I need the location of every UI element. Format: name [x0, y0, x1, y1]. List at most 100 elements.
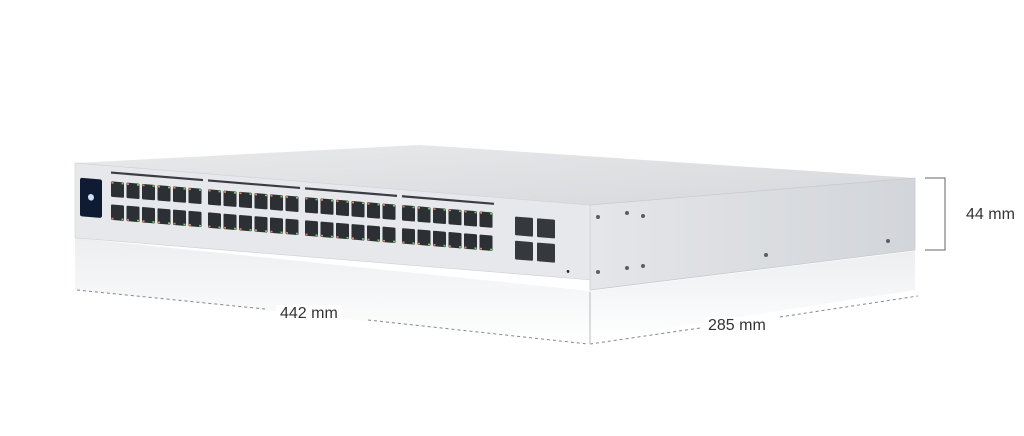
port-rj45[interactable]	[305, 220, 318, 237]
side-reflection	[590, 251, 915, 340]
port-rj45[interactable]	[402, 228, 415, 245]
led-indicator	[367, 238, 370, 241]
led-indicator	[208, 225, 211, 228]
led-indicator	[402, 205, 405, 208]
port-rj45[interactable]	[417, 206, 431, 223]
port-rj45[interactable]	[208, 189, 221, 206]
led-indicator	[142, 220, 145, 223]
port-rj45[interactable]	[270, 217, 283, 234]
port-rj45[interactable]	[188, 187, 202, 205]
sfp-port[interactable]	[515, 216, 533, 237]
led-indicator	[239, 228, 242, 230]
led-indicator	[377, 203, 380, 206]
port-rj45[interactable]	[188, 210, 202, 228]
led-indicator	[352, 237, 354, 240]
led-indicator	[331, 235, 333, 238]
port-rj45[interactable]	[173, 209, 186, 226]
port-rj45[interactable]	[254, 216, 268, 233]
led-indicator	[352, 201, 354, 204]
led-indicator	[168, 186, 170, 189]
port-rj45[interactable]	[351, 201, 365, 218]
led-indicator	[443, 209, 446, 211]
led-indicator	[234, 227, 236, 230]
led-indicator	[239, 192, 242, 195]
led-indicator	[199, 224, 201, 227]
port-rj45[interactable]	[336, 222, 349, 240]
port-rj45[interactable]	[157, 185, 171, 202]
led-indicator	[362, 202, 364, 205]
led-indicator	[270, 194, 273, 197]
port-rj45[interactable]	[111, 204, 124, 221]
port-rj45[interactable]	[479, 234, 493, 251]
port-rj45[interactable]	[142, 183, 155, 201]
front-face	[74, 162, 591, 281]
reset-button-icon	[566, 269, 570, 273]
led-indicator	[121, 182, 124, 185]
port-rj45[interactable]	[126, 205, 140, 223]
port-rj45[interactable]	[285, 218, 299, 236]
port-rj45[interactable]	[208, 212, 221, 229]
port-rj45[interactable]	[382, 203, 396, 220]
port-rj45[interactable]	[239, 214, 252, 232]
port-rj45[interactable]	[433, 230, 446, 248]
led-indicator	[480, 247, 482, 250]
led-indicator	[173, 186, 176, 189]
led-indicator	[449, 245, 451, 248]
port-rj45[interactable]	[157, 208, 171, 225]
led-indicator	[305, 233, 308, 236]
led-indicator	[158, 185, 160, 188]
sfp-port[interactable]	[515, 240, 533, 261]
led-indicator	[428, 243, 430, 246]
port-rj45[interactable]	[402, 205, 415, 222]
depth-dimension-line-left	[589, 327, 701, 345]
port-rj45[interactable]	[448, 232, 462, 249]
port-rj45[interactable]	[433, 207, 446, 224]
reflection	[75, 238, 590, 345]
led-indicator	[377, 239, 380, 242]
port-rj45[interactable]	[142, 207, 155, 224]
port-rj45[interactable]	[320, 198, 334, 215]
group-label-bar	[402, 195, 494, 205]
port-rj45[interactable]	[239, 191, 252, 209]
led-indicator	[142, 184, 145, 187]
led-indicator	[189, 188, 191, 191]
front-panel	[74, 162, 591, 281]
led-indicator	[111, 217, 114, 220]
port-rj45[interactable]	[448, 208, 462, 226]
port-rj45[interactable]	[464, 233, 477, 250]
port-rj45[interactable]	[173, 186, 186, 203]
port-rj45[interactable]	[270, 194, 283, 211]
port-rj45[interactable]	[367, 202, 380, 219]
led-indicator	[449, 209, 451, 212]
port-rj45[interactable]	[285, 195, 299, 212]
port-rj45[interactable]	[305, 197, 318, 214]
port-rj45[interactable]	[223, 190, 237, 207]
port-rj45[interactable]	[464, 210, 477, 227]
sfp-port[interactable]	[537, 218, 555, 239]
port-rj45[interactable]	[254, 193, 268, 210]
led-indicator	[265, 230, 267, 233]
led-indicator	[393, 204, 395, 207]
port-rj45[interactable]	[320, 221, 334, 238]
led-indicator	[336, 200, 339, 203]
led-indicator	[402, 241, 405, 244]
height-label: 44 mm	[962, 206, 1019, 224]
led-indicator	[183, 187, 186, 190]
port-rj45[interactable]	[336, 199, 349, 217]
led-indicator	[152, 221, 155, 223]
port-rj45[interactable]	[479, 211, 493, 228]
port-rj45[interactable]	[126, 182, 140, 199]
port-rj45[interactable]	[223, 213, 237, 230]
led-indicator	[265, 194, 267, 197]
port-rj45[interactable]	[367, 225, 380, 242]
port-rj45[interactable]	[417, 229, 431, 246]
port-rj45[interactable]	[351, 224, 365, 241]
led-indicator	[321, 199, 323, 201]
led-indicator	[255, 193, 257, 196]
sfp-port[interactable]	[537, 242, 555, 263]
led-indicator	[464, 210, 467, 213]
port-rj45[interactable]	[382, 226, 396, 243]
display-center-icon	[88, 193, 94, 201]
port-rj45[interactable]	[111, 181, 124, 198]
led-indicator	[412, 206, 415, 209]
